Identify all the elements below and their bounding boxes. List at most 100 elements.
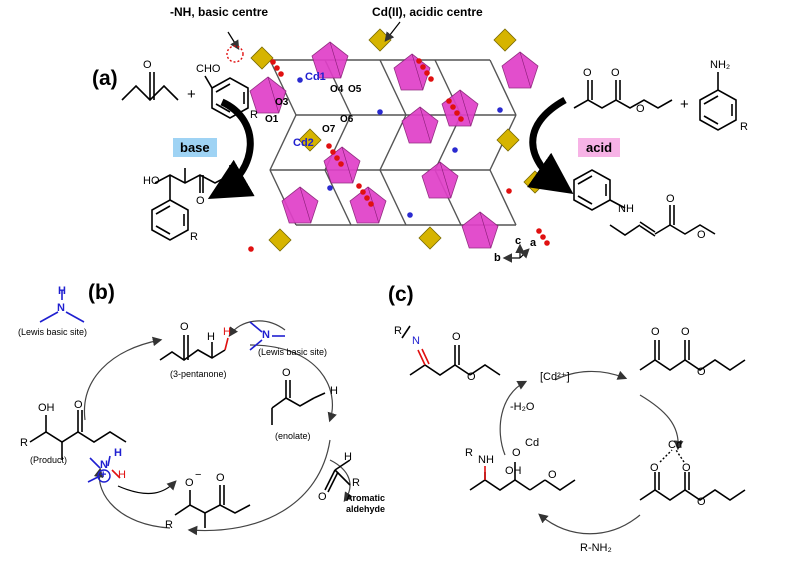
- cd2-polyhedron: [496, 128, 520, 152]
- nh-pointer: [227, 31, 240, 51]
- pentanone-b-label: (3-pentanone): [170, 369, 227, 379]
- axis-c-label: c: [515, 235, 522, 247]
- oxygen-atom: [450, 104, 456, 110]
- cd1-polyhedron: [393, 53, 431, 91]
- oxygen-atom: [540, 234, 546, 240]
- aldehyde-o: O: [318, 491, 327, 503]
- ammonium-h-bond: [111, 469, 121, 479]
- benzaldehyde-r-label: R: [250, 109, 258, 121]
- acid-badge: acid: [578, 138, 621, 157]
- nh-basic-site-marker: [226, 45, 244, 63]
- cd1-label: Cd1: [305, 71, 326, 83]
- oxygen-atom: [458, 116, 464, 122]
- chelate-o1: O: [650, 462, 659, 474]
- polyhedron-edge: [439, 161, 452, 199]
- product-oh: OH: [38, 402, 55, 414]
- linker-bond: [379, 59, 407, 116]
- ammonium-h: H: [114, 447, 122, 459]
- oxygen-atom: [326, 143, 332, 149]
- pentanone-b-h2: H: [223, 326, 231, 338]
- cd-pointer: [384, 21, 401, 42]
- axis-b-label: b: [494, 252, 501, 264]
- enamine-nh-label: NH: [618, 203, 634, 215]
- pentanone-o-label: O: [143, 59, 152, 71]
- cho-label: CHO: [196, 63, 221, 75]
- ho-label: HO: [143, 175, 160, 187]
- nitrogen-atom: [297, 77, 303, 83]
- aldehyde-r: R: [352, 477, 360, 489]
- cd1-polyhedron: [401, 106, 439, 144]
- atom-o4: O4: [330, 84, 344, 95]
- axis-a-label: a: [530, 237, 537, 249]
- enamine-product-structure: [573, 169, 716, 237]
- lewis-base-right: [249, 321, 285, 351]
- hemiaminal-o2: O: [548, 469, 557, 481]
- aromatic-label: Aromatic: [346, 493, 386, 503]
- nitrogen-atom: [407, 212, 413, 218]
- atom-o6: O6: [340, 114, 354, 125]
- pentanone-b-h1: H: [207, 331, 215, 343]
- oxygen-atom: [356, 183, 362, 189]
- oxygen-atom: [446, 98, 452, 104]
- polyhedron-edge: [479, 211, 492, 249]
- rnh2-label: R-NH₂: [580, 542, 612, 554]
- product-o-label: O: [196, 195, 205, 207]
- oxygen-atom: [330, 149, 336, 155]
- cd2-polyhedron: [368, 28, 392, 52]
- polyhedron-edge: [419, 106, 432, 144]
- proton-transfer-arrow: [117, 480, 177, 495]
- chelate-cd: Cd: [668, 439, 683, 451]
- product-label: (Product): [30, 455, 68, 465]
- acidic-h-bond: [224, 337, 229, 351]
- acac-o3: O: [697, 366, 706, 378]
- imine-cn-double-bond-2: [421, 348, 430, 365]
- alkoxide-structure: [174, 485, 251, 528]
- aldehyde-structure: [324, 459, 351, 493]
- ammonium-plus: +: [100, 469, 107, 481]
- oxygen-atom: [424, 70, 430, 76]
- cd-chelate-structure: [639, 472, 746, 501]
- imine-o1: O: [452, 331, 461, 343]
- atom-o1: O1: [265, 114, 279, 125]
- ammonium-n: N: [100, 459, 108, 471]
- left-base-n: N: [57, 302, 65, 314]
- crystal-axes: [502, 243, 530, 263]
- cd1-polyhedron: [311, 41, 349, 79]
- ethyl-acetoacetate-structure: [573, 80, 673, 109]
- polyhedron-edge: [299, 186, 312, 224]
- cd1-polyhedron: [421, 161, 459, 199]
- acetoacetate-o2-label: O: [611, 67, 620, 79]
- lewis-basic-site-left: (Lewis basic site): [18, 327, 88, 337]
- oxygen-atom: [360, 189, 366, 195]
- hemiaminal-nh: NH: [478, 454, 494, 466]
- imine-structure: [401, 325, 501, 376]
- cd1-polyhedron: [281, 186, 319, 224]
- cycle-c-arrows: [499, 370, 684, 535]
- atom-o5: O5: [348, 84, 362, 95]
- cd2-polyhedron: [298, 128, 322, 152]
- polyhedron-edge: [329, 41, 342, 79]
- panel-b-label: (b): [88, 281, 115, 304]
- ethyl-acetoacetate-c-structure: [639, 340, 746, 371]
- oxygen-atom: [506, 188, 512, 194]
- imine-n: N: [412, 335, 420, 347]
- left-base-h: H: [58, 285, 66, 297]
- oxygen-atom: [536, 228, 542, 234]
- cd1-polyhedron: [441, 89, 479, 127]
- linker-bond: [269, 114, 297, 171]
- linker-bond: [379, 114, 407, 171]
- catalytic-cycle-b: [83, 320, 353, 536]
- oxygen-atom: [364, 195, 370, 201]
- hemiaminal-o: O: [512, 447, 521, 459]
- oxygen-atom: [368, 201, 374, 207]
- alkoxide-o: O: [185, 477, 194, 489]
- acac-o2: O: [681, 326, 690, 338]
- oxygen-atom: [248, 246, 254, 252]
- enolate-label: (enolate): [275, 431, 311, 441]
- hemiaminal-cd: Cd: [525, 437, 540, 449]
- product-structure-b: [29, 410, 127, 460]
- aniline-structure: [699, 72, 737, 131]
- nh-basic-centre-label: -NH, basic centre: [170, 5, 269, 19]
- alkoxide-r: R: [165, 519, 173, 531]
